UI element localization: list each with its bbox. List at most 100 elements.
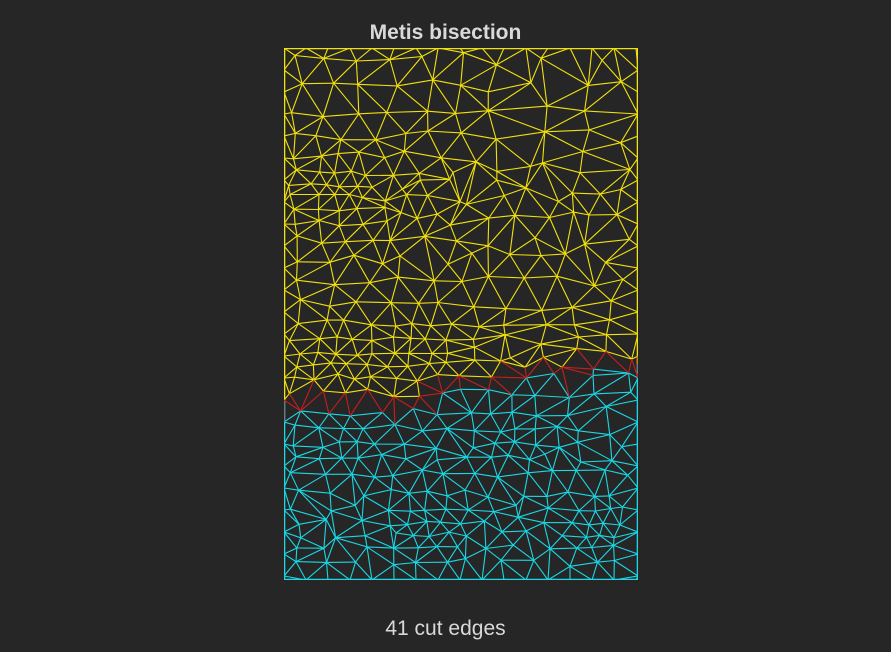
mesh-edge-partition-a (404, 150, 442, 159)
mesh-edge-partition-a (574, 324, 607, 336)
mesh-edge-partition-b (442, 388, 461, 394)
mesh-edge-partition-a (284, 132, 296, 137)
mesh-edge-partition-a (396, 85, 428, 112)
mesh-edge-partition-a (620, 113, 638, 143)
mesh-edge-partition-b (594, 496, 596, 512)
mesh-edge-partition-b (382, 412, 396, 425)
mesh-edge-partition-b (403, 430, 423, 445)
mesh-edge-partition-a (451, 323, 474, 340)
mesh-edge-partition-b (298, 489, 332, 512)
mesh-edge-partition-b (389, 525, 395, 549)
mesh-edge-partition-a (427, 79, 434, 112)
mesh-edge-partition-b (390, 524, 408, 527)
mesh-edge-partition-b (567, 393, 595, 417)
mesh-edge-partition-b (485, 531, 503, 549)
mesh-edge-partition-b (529, 459, 553, 472)
mesh-edge-partition-a (578, 336, 607, 352)
mesh-edge-partition-b (500, 428, 516, 433)
mesh-edge-partition-a (428, 353, 433, 364)
mesh-edge-partition-a (601, 59, 622, 83)
mesh-edge-partition-a (445, 340, 449, 354)
mesh-edge-partition-a (488, 110, 545, 133)
mesh-edge-partition-a (430, 302, 439, 326)
mesh-edge-partition-a (295, 132, 316, 137)
mesh-edge-partition-a (509, 215, 516, 255)
mesh-edge-partition-a (349, 193, 363, 199)
mesh-edge-partition-b (413, 408, 438, 416)
mesh-edge-partition-b (388, 509, 408, 526)
mesh-edge-partition-b (547, 548, 551, 580)
mesh-edge-partition-b (442, 473, 466, 491)
mesh-edge-partition-b (529, 453, 546, 461)
mesh-edge-partition-b (328, 413, 344, 429)
mesh-edge-partition-a (336, 319, 345, 338)
mesh-edge-partition-b (408, 492, 426, 511)
cut-edge (367, 389, 383, 413)
mesh-edge-partition-a (558, 192, 573, 202)
mesh-edge-partition-b (325, 510, 332, 520)
mesh-edge-partition-a (421, 56, 434, 81)
mesh-edge-partition-a (474, 359, 501, 362)
mesh-edge-partition-a (385, 194, 407, 202)
mesh-edge-partition-b (594, 469, 606, 497)
mesh-edge-partition-a (284, 299, 301, 313)
mesh-edge-partition-a (386, 112, 407, 134)
mesh-edge-partition-a (445, 361, 460, 377)
mesh-edge-partition-a (451, 323, 480, 328)
mesh-edge-partition-b (526, 372, 554, 379)
mesh-edge-partition-a (315, 135, 323, 157)
mesh-edge-partition-b (356, 441, 359, 459)
mesh-edge-partition-a (284, 245, 298, 263)
mesh-edge-partition-b (571, 522, 587, 538)
mesh-edge-partition-b (613, 560, 638, 577)
mesh-edge-partition-b (556, 426, 579, 443)
mesh-edge-partition-a (356, 59, 390, 62)
mesh-edge-partition-b (460, 509, 469, 525)
mesh-edge-partition-b (290, 508, 327, 520)
mesh-edge-partition-b (440, 521, 461, 525)
mesh-edge-partition-a (284, 201, 295, 210)
mesh-edge-partition-b (621, 446, 638, 467)
mesh-edge-partition-a (358, 151, 366, 176)
mesh-edge-partition-b (329, 493, 332, 511)
mesh-partition-diagram (284, 48, 638, 580)
mesh-edge-partition-a (463, 52, 497, 66)
mesh-edge-partition-a (405, 130, 428, 135)
mesh-edge-partition-b (525, 530, 551, 550)
mesh-edge-partition-b (593, 391, 631, 395)
mesh-edge-partition-b (415, 546, 438, 563)
mesh-edge-partition-a (503, 309, 542, 326)
mesh-edge-partition-b (329, 473, 353, 494)
mesh-edge-partition-a (503, 308, 507, 326)
mesh-edge-partition-a (460, 84, 489, 93)
mesh-edge-partition-b (335, 537, 357, 563)
mesh-edge-partition-b (335, 520, 363, 539)
mesh-edge-partition-a (599, 193, 618, 215)
mesh-edge-partition-a (416, 218, 426, 237)
mesh-edge-partition-b (576, 546, 592, 549)
mesh-edge-partition-a (431, 339, 447, 354)
mesh-edge-partition-a (437, 374, 460, 377)
mesh-edge-partition-a (371, 352, 395, 355)
mesh-edge-partition-a (466, 194, 505, 205)
mesh-edge-partition-a (593, 262, 607, 287)
mesh-edge-partition-b (585, 524, 590, 538)
mesh-edge-partition-a (391, 302, 419, 304)
mesh-edge-partition-b (599, 534, 614, 546)
mesh-edge-partition-a (371, 324, 396, 327)
mesh-edge-partition-a (620, 81, 638, 115)
mesh-edge-partition-a (294, 55, 303, 84)
mesh-edge-partition-b (403, 444, 407, 459)
mesh-edge-partition-a (487, 110, 497, 140)
mesh-edge-partition-a (370, 324, 373, 341)
mesh-edge-partition-a (284, 83, 303, 93)
mesh-edge-partition-b (324, 474, 331, 494)
mesh-edge-partition-b (490, 443, 496, 458)
cut-edge (525, 357, 544, 379)
mesh-edge-partition-b (575, 470, 596, 497)
mesh-edge-partition-a (433, 263, 449, 282)
mesh-edge-partition-b (512, 411, 537, 417)
mesh-edge-partition-a (334, 170, 352, 174)
mesh-edge-partition-a (311, 183, 327, 186)
mesh-edge-partition-a (337, 363, 347, 375)
